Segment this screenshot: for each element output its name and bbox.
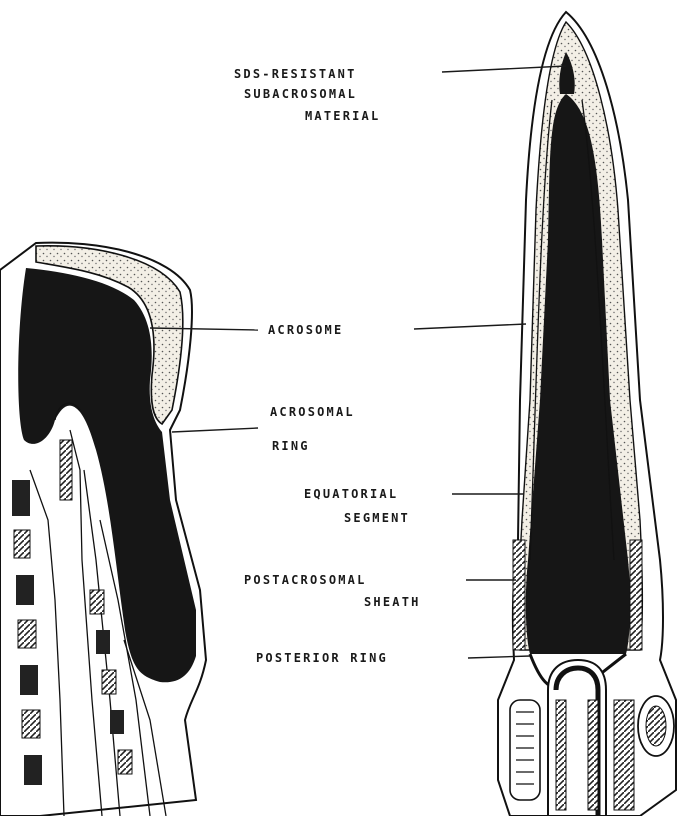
label-acrosomal-line2: RING (272, 439, 310, 453)
label-sds-line3: MATERIAL (305, 109, 380, 123)
label-sds-resistant: SDS-RESISTANT SUBACROSOMAL MATERIAL (234, 66, 566, 123)
label-equatorial-line1: EQUATORIAL (304, 487, 398, 501)
right-postacrosomal-sheath-left (513, 540, 525, 650)
label-equatorial-group: EQUATORIAL SEGMENT (304, 487, 524, 525)
label-sds-line1: SDS-RESISTANT (234, 67, 357, 81)
label-acrosomal-ring-group: ACROSOMAL RING (172, 405, 355, 453)
label-postacrosomal-line1: POSTACROSOMAL (244, 573, 367, 587)
leader-acrosome-right (414, 324, 526, 329)
right-postacrosomal-sheath-right (630, 540, 642, 650)
leader-acrosomal-ring (172, 428, 258, 432)
label-posterior-ring-group: POSTERIOR RING (256, 651, 530, 665)
label-acrosome-group: ACROSOME (150, 323, 526, 337)
label-postacrosomal-line2: SHEATH (364, 595, 421, 609)
label-sds-line2: SUBACROSOMAL (244, 87, 357, 101)
label-posterior-ring: POSTERIOR RING (256, 651, 388, 665)
label-equatorial-line2: SEGMENT (344, 511, 410, 525)
right-sperm-head (498, 12, 676, 816)
label-acrosomal-line1: ACROSOMAL (270, 405, 355, 419)
label-postacrosomal-group: POSTACROSOMAL SHEATH (244, 573, 516, 609)
label-acrosome: ACROSOME (268, 323, 343, 337)
